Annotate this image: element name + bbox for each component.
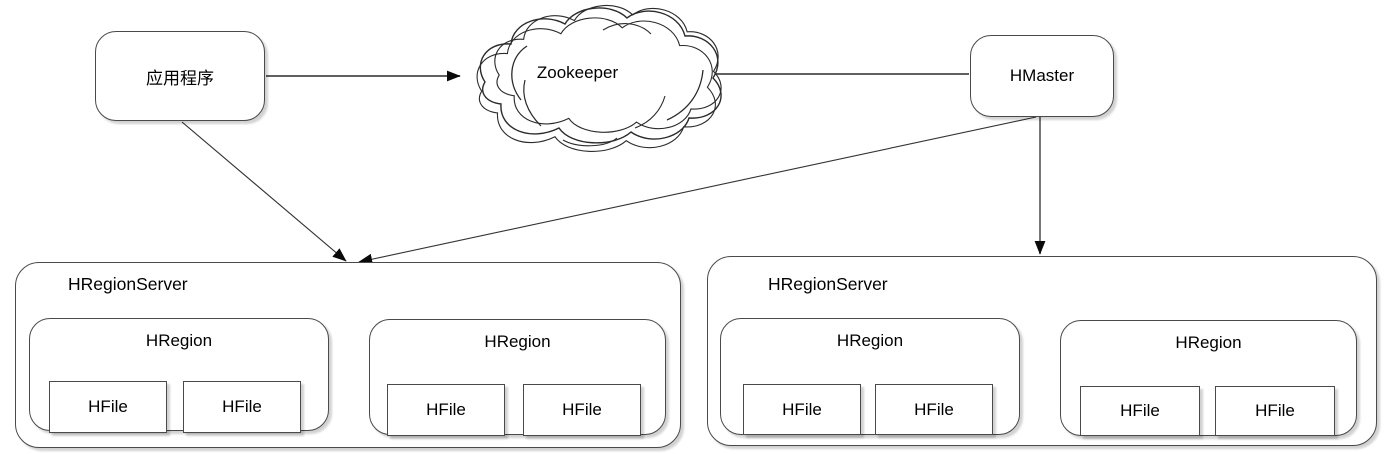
hregion-label: HRegion <box>1175 333 1242 352</box>
hfile-node: HFile <box>183 381 301 433</box>
hmaster-label: HMaster <box>1009 66 1075 85</box>
hregionserver-label: HRegionServer <box>68 274 188 294</box>
hfile-node: HFile <box>743 384 861 435</box>
hfile-label: HFile <box>914 399 954 419</box>
hfile-node: HFile <box>387 384 505 436</box>
hfile-node: HFile <box>875 384 993 435</box>
hregion-node: HRegion HFile HFile <box>1060 320 1357 436</box>
hregion-node: HRegion HFile HFile <box>369 319 666 436</box>
hfile-label: HFile <box>88 397 128 416</box>
hregion-node: HRegion HFile HFile <box>720 318 1020 435</box>
hregionserver-node-1: HRegionServer HRegion HFile HFile HRegio… <box>15 262 681 448</box>
hregion-label: HRegion <box>484 332 551 351</box>
application-node: 应用程序 <box>95 31 265 121</box>
hregion-label: HRegion <box>836 331 904 350</box>
hfile-label: HFile <box>1255 401 1295 420</box>
hmaster-node: HMaster <box>970 35 1114 117</box>
hfile-node: HFile <box>49 381 167 433</box>
arrow-hmaster-to-hregionserver-1 <box>358 116 1037 265</box>
hregion-node: HRegion HFile HFile <box>29 318 329 433</box>
hregionserver-label: HRegionServer <box>768 274 888 294</box>
hregionserver-node-2: HRegionServer HRegion HFile HFile HRegio… <box>707 256 1377 446</box>
hfile-node: HFile <box>1080 386 1200 436</box>
hfile-label: HFile <box>1120 401 1160 420</box>
hfile-label: HFile <box>562 400 602 419</box>
arrow-application-to-hregionserver-1 <box>181 121 347 262</box>
zookeeper-label: Zookeeper <box>536 63 619 82</box>
hfile-node: HFile <box>523 384 641 436</box>
hregion-label: HRegion <box>145 331 213 350</box>
application-label: 应用程序 <box>146 68 214 88</box>
hfile-label: HFile <box>426 400 466 419</box>
hfile-label: HFile <box>222 397 262 416</box>
hfile-node: HFile <box>1215 386 1335 436</box>
hfile-label: HFile <box>782 399 822 419</box>
